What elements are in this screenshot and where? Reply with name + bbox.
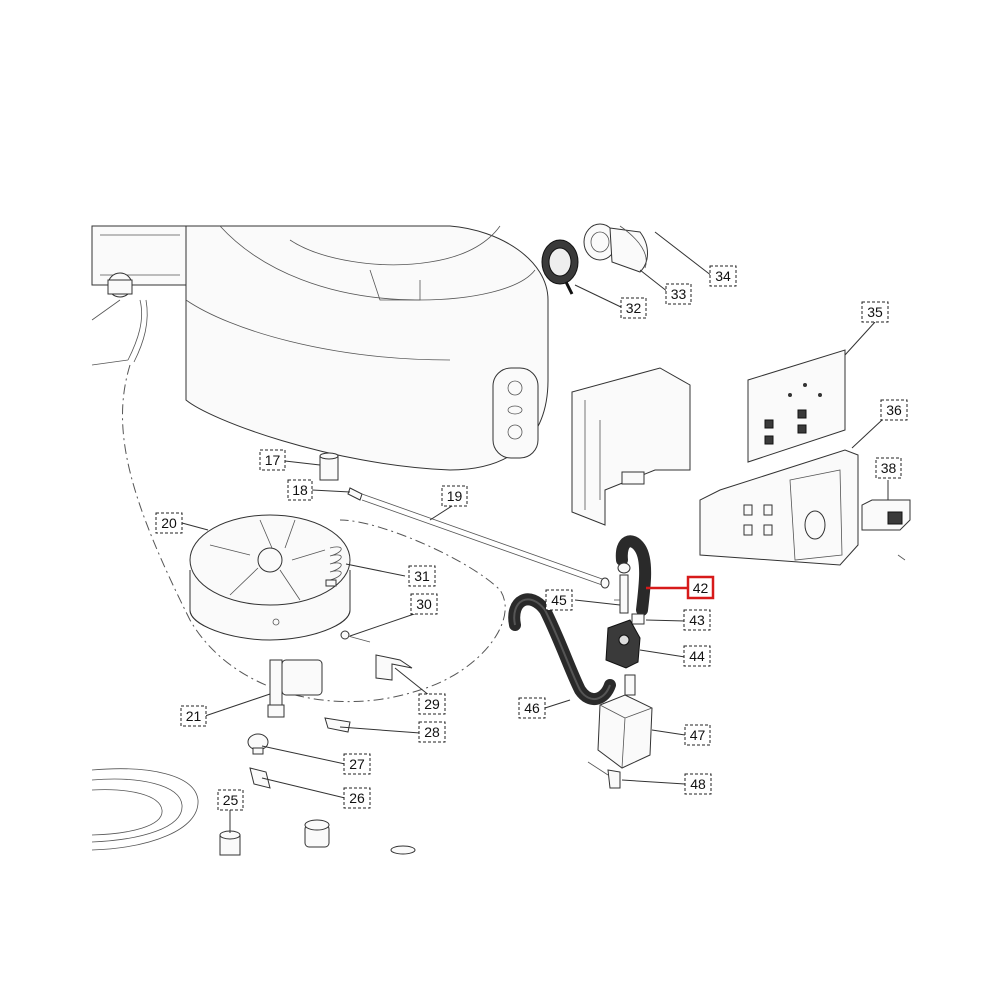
coiled-cable	[91, 768, 199, 851]
part-28-clip	[324, 717, 351, 733]
svg-text:42: 42	[693, 580, 709, 596]
callout-29: 29	[418, 693, 446, 715]
callout-28: 28	[418, 721, 446, 743]
callout-34: 34	[709, 265, 737, 287]
part-31-spring	[325, 546, 342, 587]
leader-lines	[181, 231, 889, 833]
part-43-cap	[631, 613, 645, 625]
part-33-valve	[583, 223, 648, 273]
callout-44: 44	[683, 645, 711, 667]
part-45-connector	[614, 562, 631, 614]
bottom-fitting-2	[390, 845, 416, 855]
callout-17: 17	[259, 449, 286, 471]
callout-48: 48	[684, 773, 712, 795]
part-27-nozzle	[247, 733, 269, 755]
bottom-fitting-1	[304, 819, 330, 848]
callout-18: 18	[287, 479, 313, 501]
svg-text:18: 18	[292, 482, 308, 498]
part-25-sleeve	[219, 830, 241, 856]
part-17-spacer	[319, 452, 339, 481]
callout-30: 30	[410, 593, 438, 615]
svg-text:45: 45	[551, 592, 567, 608]
svg-text:46: 46	[524, 700, 540, 716]
svg-text:36: 36	[886, 402, 902, 418]
callout-43: 43	[683, 609, 711, 631]
svg-text:30: 30	[416, 596, 432, 612]
left-connector	[91, 272, 148, 366]
svg-text:38: 38	[881, 460, 897, 476]
svg-text:35: 35	[867, 304, 883, 320]
callout-33: 33	[665, 283, 692, 305]
svg-text:26: 26	[349, 790, 365, 806]
part-29-bracket	[375, 654, 413, 681]
svg-text:44: 44	[689, 648, 705, 664]
part-26-holder	[249, 767, 271, 789]
callout-36: 36	[880, 399, 908, 421]
callout-45: 45	[545, 589, 573, 611]
part-44-elbow	[605, 619, 641, 669]
callout-47: 47	[684, 724, 711, 746]
part-18-elbow	[347, 487, 363, 501]
svg-text:25: 25	[223, 792, 239, 808]
part-38-switch	[861, 499, 911, 561]
part-36-housing	[699, 449, 859, 566]
svg-text:28: 28	[424, 724, 440, 740]
callout-32: 32	[620, 297, 647, 319]
svg-text:31: 31	[414, 568, 430, 584]
callout-26: 26	[343, 787, 371, 809]
callout-27: 27	[343, 753, 371, 775]
callout-25: 25	[217, 789, 244, 811]
callout-21: 21	[180, 705, 207, 727]
svg-text:17: 17	[265, 452, 281, 468]
part-46-hose	[508, 593, 616, 705]
callout-38: 38	[875, 457, 902, 479]
svg-text:34: 34	[715, 268, 731, 284]
svg-text:32: 32	[626, 300, 642, 316]
svg-text:43: 43	[689, 612, 705, 628]
callout-20: 20	[155, 512, 183, 534]
part-47-pump	[597, 674, 653, 769]
svg-text:29: 29	[424, 696, 440, 712]
part-35-pcb	[747, 349, 846, 463]
svg-text:20: 20	[161, 515, 177, 531]
callout-19: 19	[441, 485, 468, 507]
part-20-boiler	[189, 514, 351, 641]
part-34-cap	[619, 225, 647, 269]
part-21-fitting	[267, 659, 323, 718]
callout-31: 31	[408, 565, 436, 587]
machine-housing	[91, 225, 549, 471]
part-42-hose	[615, 535, 652, 616]
part-30-screw	[340, 630, 371, 643]
part-48-elbow	[587, 761, 621, 789]
svg-text:21: 21	[186, 708, 202, 724]
callout-46: 46	[518, 697, 546, 719]
hose-path-dashed	[122, 364, 506, 702]
callout-35: 35	[861, 301, 889, 323]
drip-tray-insert	[571, 367, 691, 526]
svg-text:47: 47	[690, 727, 706, 743]
svg-text:48: 48	[690, 776, 706, 792]
callout-42-highlighted: 42	[686, 575, 715, 600]
svg-text:33: 33	[671, 286, 687, 302]
part-32-gasket	[541, 239, 579, 295]
part-19-tube	[361, 493, 610, 589]
svg-text:19: 19	[447, 488, 463, 504]
svg-text:27: 27	[349, 756, 365, 772]
